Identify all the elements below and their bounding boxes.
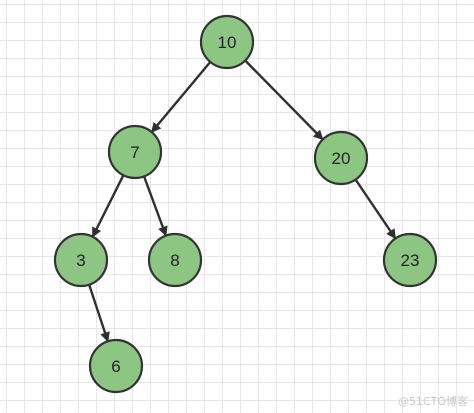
node-circle — [382, 232, 438, 288]
node-circle — [53, 232, 109, 288]
edge-7-to-8 — [142, 174, 168, 237]
tree-node-10: 10 — [199, 14, 255, 70]
node-label: 7 — [130, 143, 139, 162]
node-label: 6 — [111, 357, 120, 376]
node-label: 8 — [170, 251, 179, 270]
node-circle — [199, 14, 255, 70]
node-label: 20 — [332, 149, 351, 168]
tree-node-23: 23 — [382, 232, 438, 288]
edge-7-to-3 — [92, 172, 126, 238]
edge-10-to-7 — [151, 59, 213, 133]
node-circle — [313, 130, 369, 186]
node-label: 23 — [401, 251, 420, 270]
tree-node-6: 6 — [88, 338, 144, 394]
tree-node-20: 20 — [313, 130, 369, 186]
tree-node-7: 7 — [107, 124, 163, 180]
node-circle — [147, 232, 203, 288]
watermark: @51CTO博客 — [397, 395, 468, 408]
node-label: 10 — [218, 33, 237, 52]
edge-3-to-6 — [87, 282, 110, 343]
tree-node-8: 8 — [147, 232, 203, 288]
node-circle — [107, 124, 163, 180]
node-label: 3 — [76, 251, 85, 270]
tree-node-3: 3 — [53, 232, 109, 288]
edges-layer — [87, 58, 396, 343]
node-circle — [88, 338, 144, 394]
edge-10-to-20 — [242, 58, 324, 141]
nodes-layer: 10 7 20 3 8 23 6 — [53, 14, 438, 394]
edge-20-to-23 — [353, 177, 396, 240]
